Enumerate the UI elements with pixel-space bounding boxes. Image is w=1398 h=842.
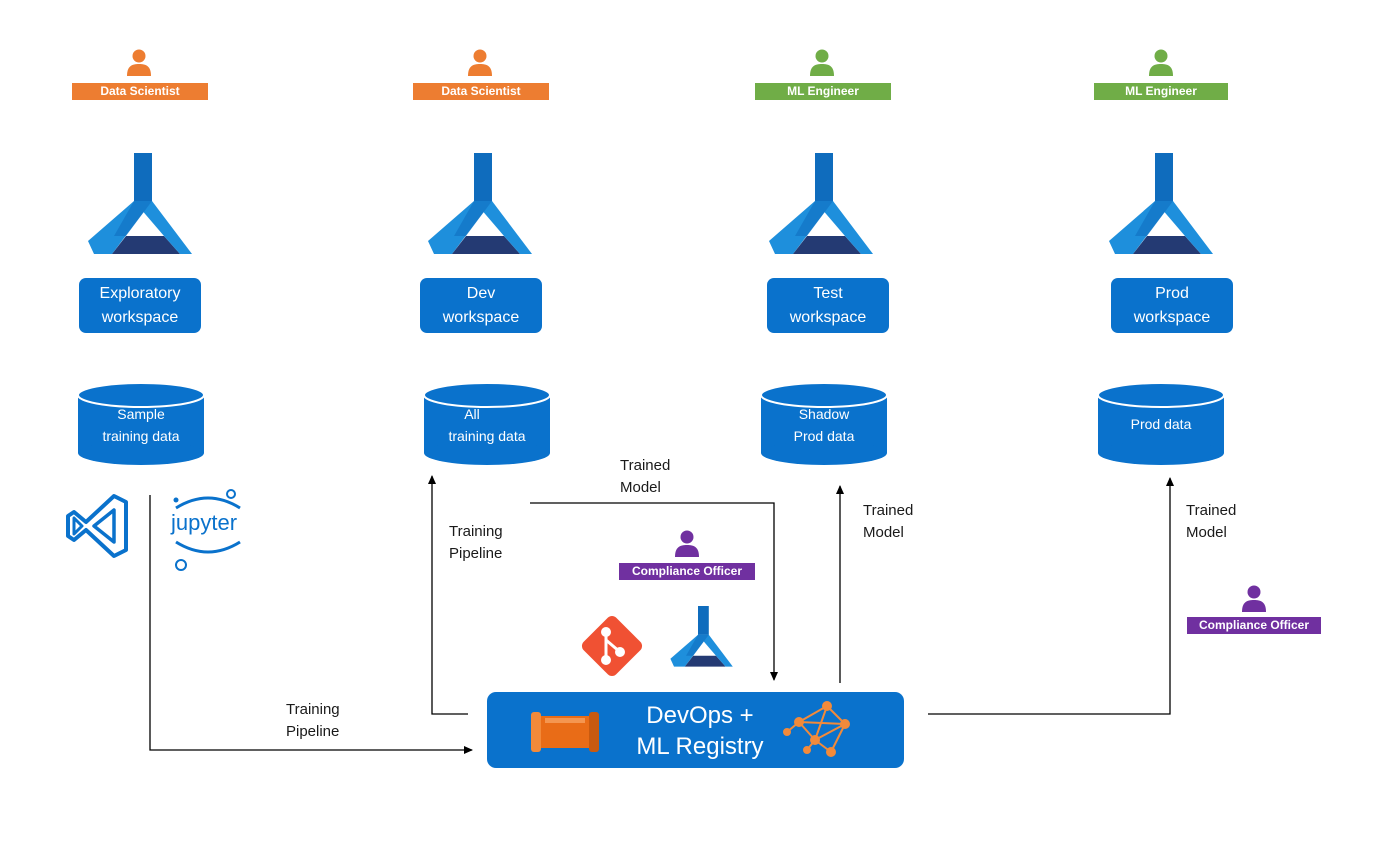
flow-label-line: Training	[286, 701, 340, 718]
pipeline-icon	[531, 712, 599, 752]
git-icon	[581, 615, 643, 677]
training-pipeline-to-devops-arrow	[149, 495, 473, 754]
vscode-icon	[66, 494, 128, 558]
flow-label-line: Trained	[620, 457, 671, 474]
jupyter-wordmark: jupyter	[171, 510, 238, 535]
trained-model-label: Trained Model	[1186, 500, 1236, 544]
workspace-name: Prod	[1155, 284, 1189, 302]
datastore-label-line: training data	[102, 428, 180, 444]
workspace-suffix: workspace	[789, 308, 867, 326]
trained-model-label: Trained Model	[863, 500, 913, 544]
sample-training-data-label: Sample training data	[78, 403, 204, 447]
azure-ml-icon	[428, 153, 532, 254]
data-scientist-badge: Data Scientist	[413, 83, 549, 100]
flow-label-line: Model	[620, 479, 661, 496]
azure-ml-icon	[769, 153, 873, 254]
test-workspace: Test workspace	[767, 278, 889, 333]
workspace-suffix: workspace	[101, 308, 179, 326]
exploratory-workspace: Exploratory workspace	[79, 278, 201, 333]
flow-connectors	[149, 475, 1174, 754]
datastore-label-line: Shadow	[798, 406, 850, 422]
trained-model-label: Trained Model	[620, 455, 670, 499]
azure-ml-icon	[670, 606, 733, 667]
flow-label-line: Trained	[863, 502, 914, 519]
devops-ml-registry-title: DevOps + ML Registry	[600, 700, 800, 762]
prod-data-label: Prod data	[1098, 413, 1224, 435]
trained-model-to-devops-arrow	[530, 502, 778, 681]
compliance-officer-badge: Compliance Officer	[1187, 617, 1321, 634]
flow-label-line: Model	[1186, 524, 1227, 541]
flow-label-line: Training	[449, 523, 503, 540]
trained-model-to-prod-arrow	[928, 477, 1174, 715]
datastore-label-line: Prod data	[1130, 416, 1192, 432]
workspace-suffix: workspace	[1133, 308, 1211, 326]
ml-engineer-person-icon	[1149, 49, 1173, 76]
workspace-name: Test	[813, 284, 843, 302]
data-scientist-person-icon	[127, 49, 151, 76]
ml-engineer-badge: ML Engineer	[1094, 83, 1228, 100]
flow-label-line: Pipeline	[449, 545, 503, 562]
data-scientist-person-icon	[468, 49, 492, 76]
ml-engineer-badge: ML Engineer	[755, 83, 891, 100]
workspace-name: Dev	[466, 284, 496, 302]
jupyter-icon	[173, 489, 241, 571]
training-pipeline-label: Training Pipeline	[286, 699, 340, 743]
compliance-officer-person-icon	[675, 530, 699, 557]
flow-label-line: Pipeline	[286, 723, 340, 740]
model-registry-network-icon	[783, 701, 850, 757]
devops-icons	[531, 701, 850, 757]
prod-workspace: Prod workspace	[1111, 278, 1233, 333]
training-pipeline-label: Training Pipeline	[449, 521, 503, 565]
shadow-prod-data-label: Shadow Prod data	[761, 403, 887, 447]
flow-label-line: Trained	[1186, 502, 1237, 519]
devops-title-line: ML Registry	[636, 733, 764, 760]
devops-title-line: DevOps +	[646, 702, 754, 729]
azure-ml-icon	[88, 153, 192, 254]
compliance-officer-person-icon	[1242, 585, 1266, 612]
datastore-label-line: training data	[448, 428, 526, 444]
workspace-name: Exploratory	[99, 284, 181, 302]
datastore-label-line: All	[464, 406, 480, 422]
data-scientist-badge: Data Scientist	[72, 83, 208, 100]
datastore-label-line: Prod data	[793, 428, 855, 444]
ml-engineer-person-icon	[810, 49, 834, 76]
dev-workspace: Dev workspace	[420, 278, 542, 333]
workspace-suffix: workspace	[442, 308, 520, 326]
datastore-label-line: Sample	[117, 406, 165, 422]
all-training-data-label: All training data	[424, 403, 550, 447]
compliance-officer-badge: Compliance Officer	[619, 563, 755, 580]
azure-ml-icon	[1109, 153, 1213, 254]
training-pipeline-to-dev-arrow	[428, 475, 468, 715]
flow-label-line: Model	[863, 524, 904, 541]
